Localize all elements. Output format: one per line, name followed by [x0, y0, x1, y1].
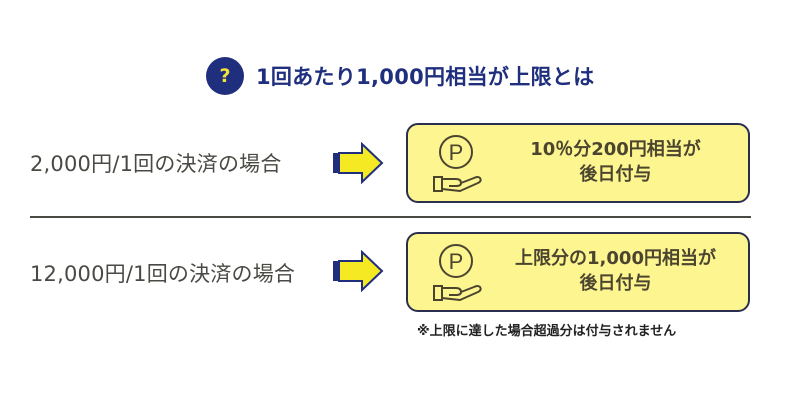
points-in-hand-icon: P	[433, 135, 482, 192]
result-line-2: 後日付与	[579, 164, 652, 185]
result-line-1: 上限分の1,000円相当が	[515, 248, 716, 269]
case-label-2000: 2,000円/1回の決済の場合	[30, 152, 282, 176]
result-line-2: 後日付与	[579, 273, 652, 294]
divider	[30, 216, 751, 218]
right-arrow-icon	[333, 142, 384, 184]
result-line-1: 10％分200円相当が	[530, 139, 701, 160]
svg-text:P: P	[449, 140, 464, 165]
points-in-hand-icon: P	[433, 244, 482, 301]
section-title: ? 1回あたり1,000円相当が上限とは	[206, 57, 594, 95]
case-label-12000: 12,000円/1回の決済の場合	[30, 262, 296, 286]
result-text: 10％分200円相当が 後日付与	[493, 137, 738, 187]
result-box-12000: P 上限分の1,000円相当が 後日付与	[406, 232, 750, 312]
result-box-2000: P 10％分200円相当が 後日付与	[406, 123, 750, 203]
footnote: ※上限に達した場合超過分は付与されません	[417, 324, 677, 339]
svg-text:P: P	[449, 249, 464, 274]
question-mark-icon: ?	[206, 57, 244, 95]
right-arrow-icon	[333, 250, 384, 292]
result-text: 上限分の1,000円相当が 後日付与	[493, 246, 738, 296]
title-text: 1回あたり1,000円相当が上限とは	[256, 65, 595, 89]
